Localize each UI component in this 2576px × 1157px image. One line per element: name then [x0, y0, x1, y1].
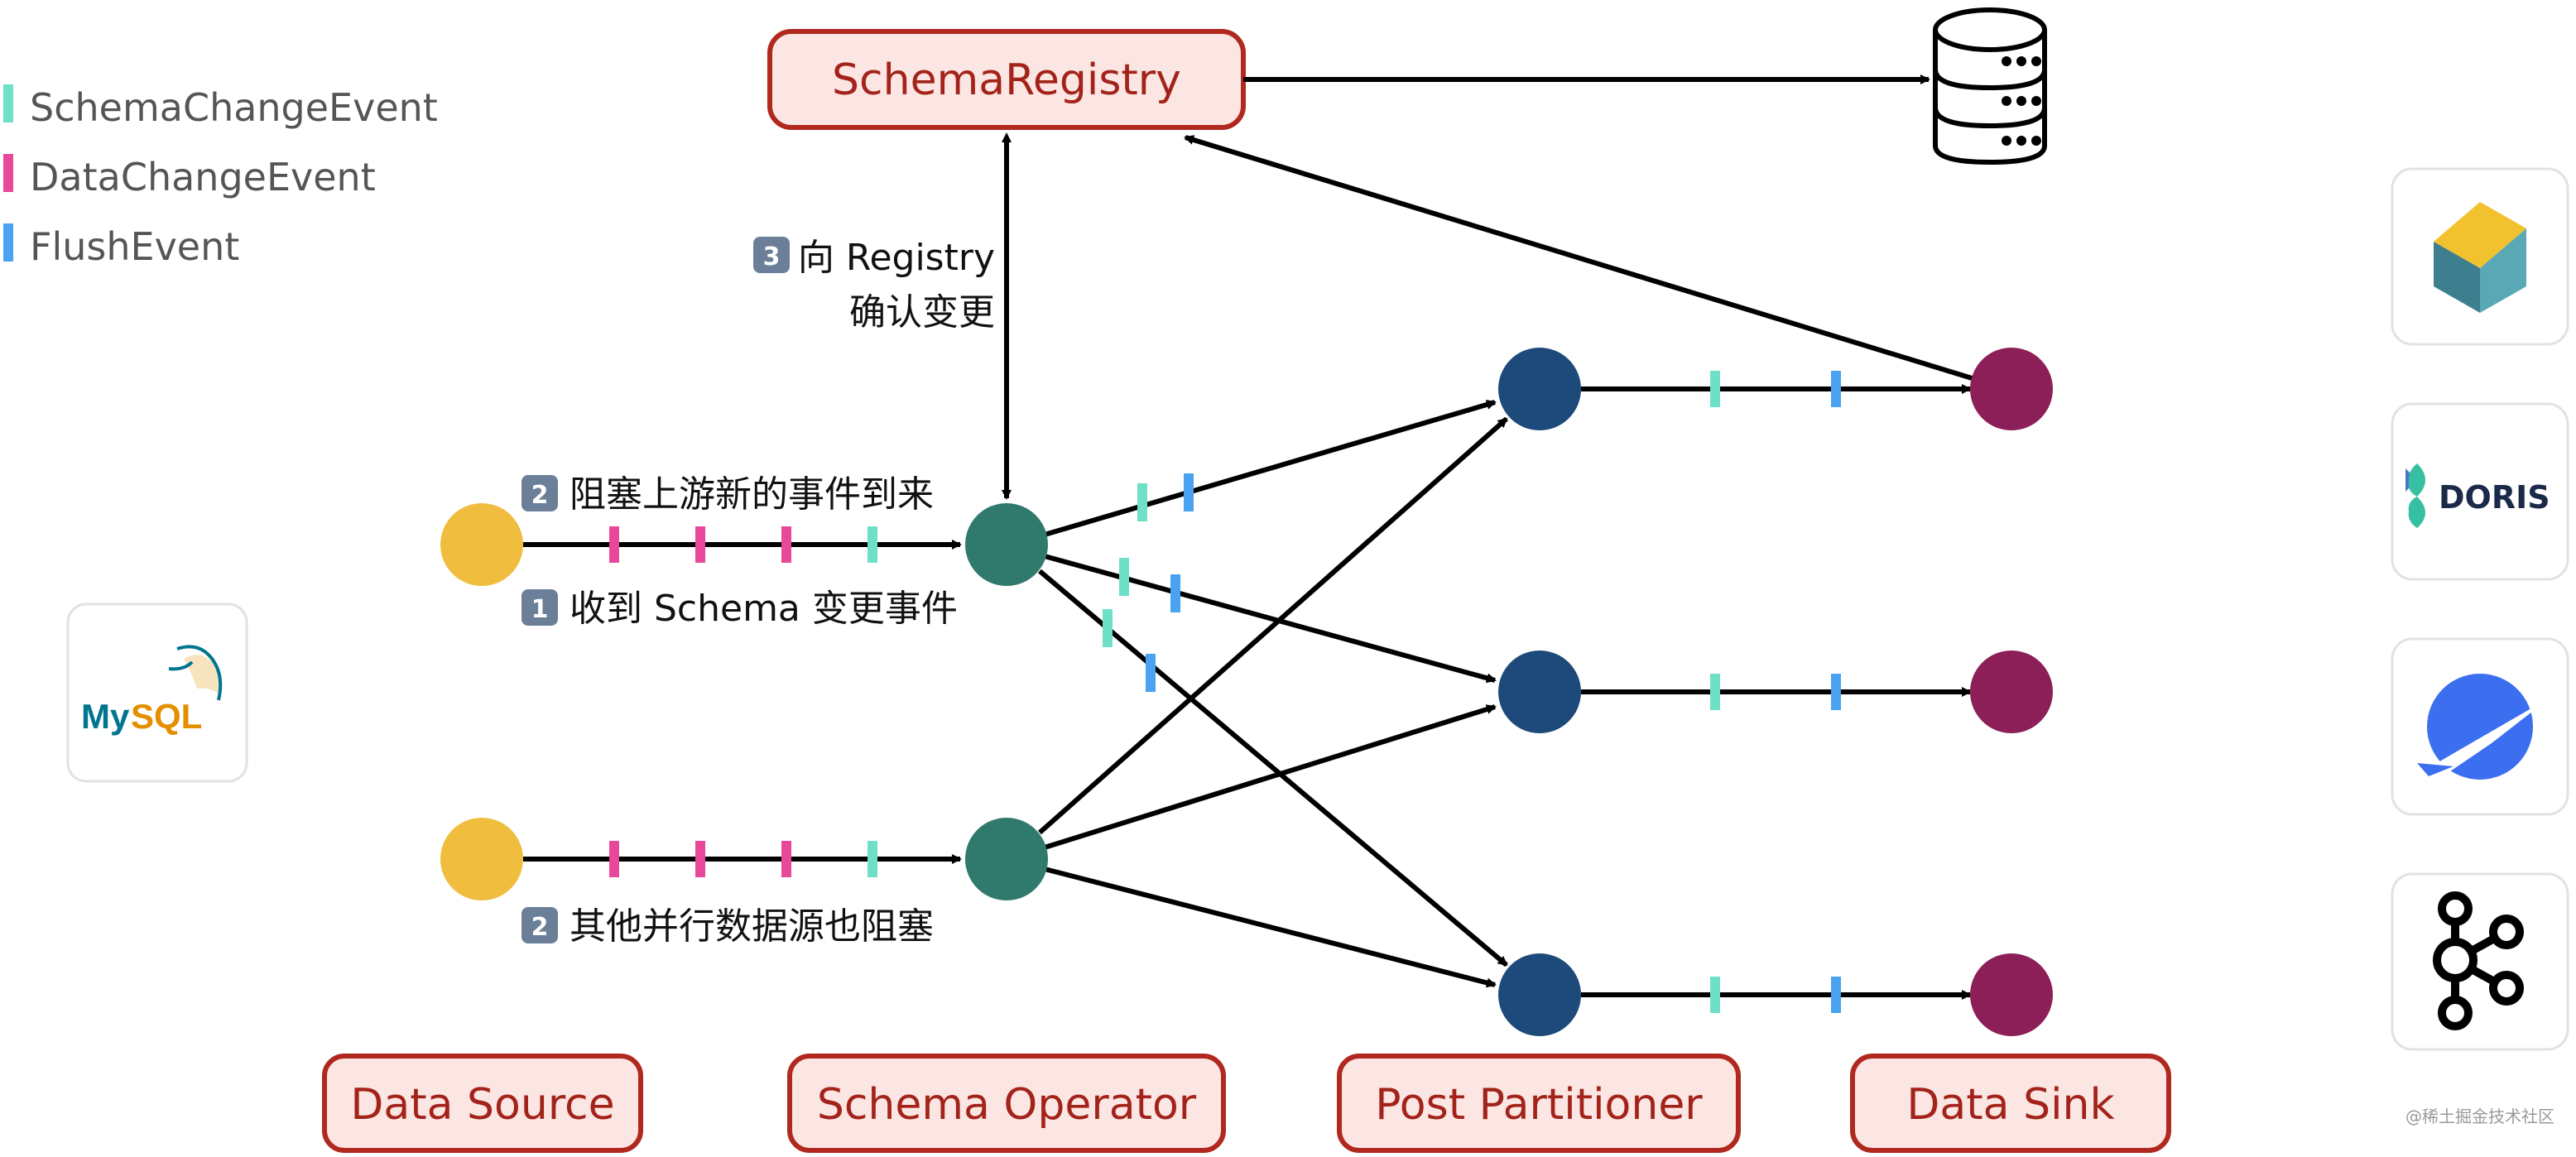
legend-swatch-schema: [3, 84, 13, 122]
step-badge: [753, 237, 790, 273]
schema-event-marker: [1137, 483, 1147, 521]
legend-label-flush: FlushEvent: [30, 224, 239, 269]
legend: SchemaChangeEvent DataChangeEvent FlushE…: [3, 84, 438, 269]
doris-logo: DORIS: [2391, 402, 2569, 581]
data-event-marker: [609, 526, 619, 563]
legend-label-data: DataChangeEvent: [30, 155, 376, 199]
schema-event-marker: [1710, 977, 1720, 1013]
schema-event-marker: [1710, 371, 1720, 407]
step-badge: [521, 475, 558, 511]
doris-logo-text: DORIS: [2439, 479, 2550, 516]
paimon-logo: [2391, 637, 2569, 816]
flush-event-marker: [1184, 473, 1194, 511]
annotation-step3-line1: 向 Registry: [798, 237, 995, 279]
annotation-step3-line2: 确认变更: [849, 291, 995, 334]
watermark: @稀土掘金技术社区: [2405, 1107, 2554, 1126]
stage-schema-operator: Schema Operator: [787, 1054, 1226, 1153]
flush-event-marker: [1170, 574, 1180, 612]
partitioner-node: [1498, 651, 1581, 733]
flush-event-marker: [1831, 371, 1841, 407]
source-node: [440, 818, 523, 900]
annotation-step2b: 2 其他并行数据源也阻塞: [521, 905, 934, 948]
svg-text:SQL: SQL: [131, 697, 202, 736]
starrocks-logo: [2391, 167, 2569, 346]
source-node: [440, 503, 523, 586]
legend-swatch-data: [3, 154, 13, 192]
schema-event-marker: [867, 841, 877, 877]
step-badge-number: 2: [531, 913, 549, 942]
flush-event-marker: [1831, 674, 1841, 710]
stage-data-source-label: Data Source: [350, 1080, 614, 1130]
annotation-step2b-text: 其他并行数据源也阻塞: [570, 905, 934, 948]
kafka-logo: [2391, 872, 2569, 1051]
svg-text:My: My: [81, 697, 130, 736]
schema-event-marker: [867, 526, 877, 563]
data-event-marker: [781, 841, 791, 877]
sink-node: [1970, 953, 2053, 1036]
stage-schema-operator-label: Schema Operator: [817, 1080, 1197, 1130]
stage-data-sink: Data Sink: [1850, 1054, 2171, 1153]
schema-event-marker: [1119, 558, 1129, 596]
schema-registry: SchemaRegistry: [767, 29, 1246, 130]
annotation-step2-text: 阻塞上游新的事件到来: [570, 473, 934, 516]
step-badge-number: 1: [531, 595, 549, 624]
flush-event-marker: [1146, 654, 1156, 692]
annotation-step2: 2 阻塞上游新的事件到来: [521, 473, 934, 516]
edge-op2-pp3: [1044, 867, 1497, 988]
stage-post-partitioner: Post Partitioner: [1337, 1054, 1741, 1153]
sink-node: [1970, 348, 2053, 430]
event-markers: [609, 371, 1841, 1013]
schema-registry-label: SchemaRegistry: [832, 55, 1181, 105]
step-badge: [521, 907, 558, 943]
edge-op2-pp1: [1038, 416, 1508, 835]
partitioner-node: [1498, 348, 1581, 430]
stage-labels: Data Source Schema Operator Post Partiti…: [322, 1054, 2171, 1153]
edge-sink-to-registry: [1184, 135, 1981, 383]
stage-data-source: Data Source: [322, 1054, 643, 1153]
data-event-marker: [781, 526, 791, 563]
data-event-marker: [695, 841, 705, 877]
annotation-step1-text: 收到 Schema 变更事件: [570, 588, 958, 630]
legend-label-schema: SchemaChangeEvent: [30, 85, 438, 130]
data-event-marker: [609, 841, 619, 877]
edge-op1-pp3: [1038, 569, 1508, 967]
operator-node: [965, 818, 1048, 900]
sink-node: [1970, 651, 2053, 733]
database-icon: [1933, 7, 2047, 166]
edge-op2-pp2: [1044, 704, 1497, 850]
step-badge: [521, 589, 558, 626]
edges: [523, 74, 1981, 1000]
schema-event-marker: [1710, 674, 1720, 710]
legend-swatch-flush: [3, 223, 13, 262]
stage-data-sink-label: Data Sink: [1906, 1080, 2114, 1130]
edge-op1-pp1: [1044, 400, 1497, 537]
partitioner-node: [1498, 953, 1581, 1036]
stage-post-partitioner-label: Post Partitioner: [1375, 1080, 1703, 1130]
nodes: [440, 348, 2053, 1036]
annotation-step1: 1 收到 Schema 变更事件: [521, 588, 958, 630]
step-badge-number: 2: [531, 481, 549, 510]
annotation-step3: 3 向 Registry 确认变更: [753, 237, 995, 334]
data-event-marker: [695, 526, 705, 563]
step-badge-number: 3: [763, 242, 781, 271]
mysql-logo: My SQL: [66, 603, 248, 783]
flush-event-marker: [1831, 977, 1841, 1013]
schema-event-marker: [1103, 609, 1113, 647]
operator-node: [965, 503, 1048, 586]
